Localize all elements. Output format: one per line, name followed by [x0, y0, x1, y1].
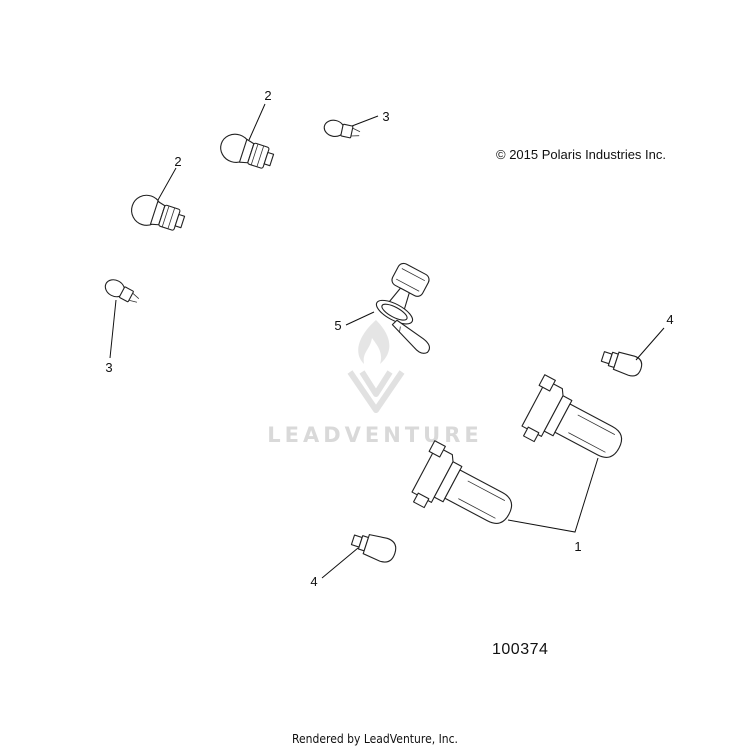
bulb-2-lower[interactable] [128, 191, 188, 236]
leader-1 [507, 457, 599, 533]
leader-lines [109, 103, 665, 579]
callout-2-lower[interactable]: 2 [174, 154, 181, 169]
callout-4-right[interactable]: 4 [666, 312, 673, 327]
callout-2-upper[interactable]: 2 [264, 88, 271, 103]
callout-5[interactable]: 5 [334, 318, 341, 333]
copyright-notice: © 2015 Polaris Industries Inc. [496, 147, 666, 162]
bulb-5[interactable] [366, 260, 460, 355]
callout-3-lower[interactable]: 3 [105, 360, 112, 375]
footer-credit: Rendered by LeadVenture, Inc. [291, 732, 458, 746]
bulb-3-lower[interactable] [102, 276, 141, 307]
leader-3-upper [351, 115, 379, 127]
watermark: LEADVENTURE [267, 320, 482, 447]
bulb-1-upper[interactable] [515, 374, 633, 478]
diagram-number: 100374 [492, 641, 549, 658]
leader-4-right [635, 327, 665, 361]
bulb-4-left[interactable] [349, 528, 398, 564]
bulb-4-right[interactable] [600, 347, 644, 378]
bulb-1-lower[interactable] [405, 440, 523, 544]
leader-4-left [321, 547, 359, 579]
callout-labels: 2 2 3 3 5 4 4 1 [105, 88, 673, 589]
leader-2-lower [157, 167, 177, 201]
leadventure-flame-logo-icon [347, 320, 405, 413]
leader-2-upper [248, 103, 266, 141]
leader-3-lower [109, 299, 117, 359]
callout-3-upper[interactable]: 3 [382, 109, 389, 124]
leader-5 [345, 311, 375, 326]
bulb-3-upper[interactable] [323, 118, 362, 141]
callout-4-left[interactable]: 4 [310, 574, 317, 589]
bulb-2-upper[interactable] [217, 130, 276, 173]
watermark-text: LEADVENTURE [267, 423, 482, 447]
callout-1[interactable]: 1 [574, 539, 581, 554]
